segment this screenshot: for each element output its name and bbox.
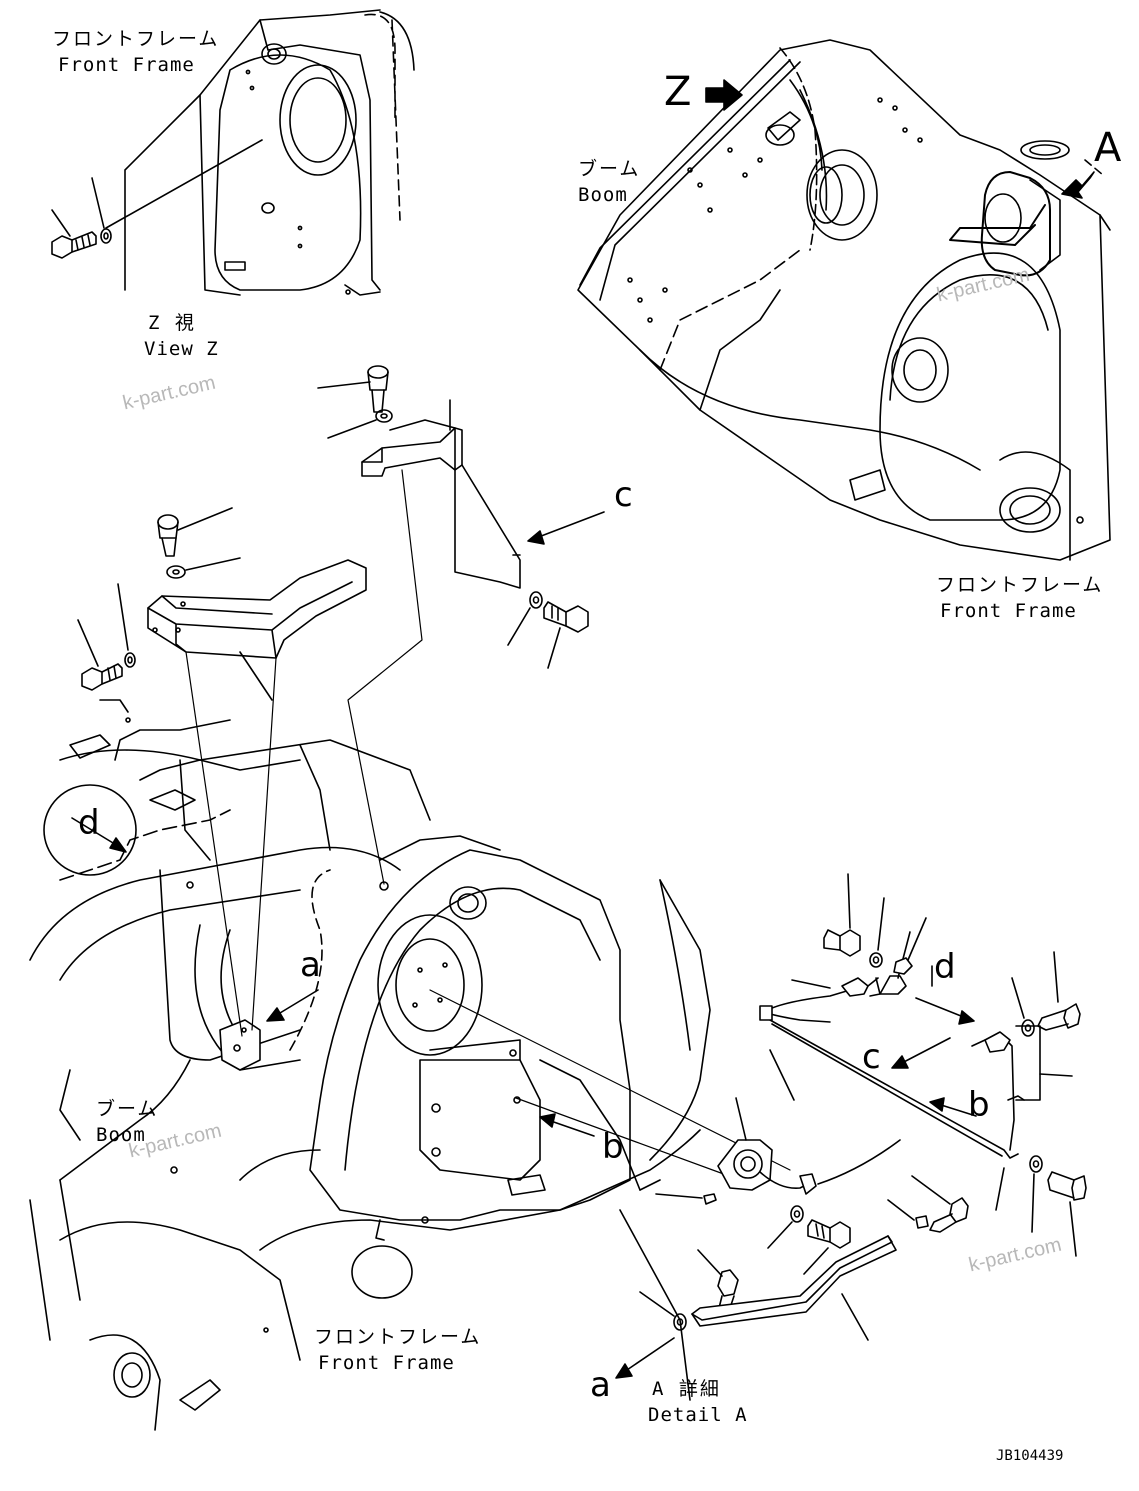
boom-top-right-en: Boom [578,184,628,206]
arrow-z-icon [706,80,742,110]
view-z-front-frame [106,10,414,295]
callout-b-detail: b [968,1085,990,1125]
view-z-en: View Z [144,338,219,360]
front-frame-top-left-en: Front Frame [58,54,195,76]
callout-a-main: a [300,945,321,985]
boom-top-right-jp: ブーム [578,158,641,180]
arrow-a-icon [1062,172,1094,198]
view-z-jp: Z 視 [148,312,196,334]
callout-a-detail: A [1094,125,1122,171]
view-z-washer [92,178,111,243]
detail-a-sensor [718,1098,900,1194]
detail-a-en: Detail A [648,1404,748,1426]
front-frame-top-left-jp: フロントフレーム [52,28,220,50]
detail-a-harness [760,932,1072,1210]
callout-arrows [72,512,976,1378]
bracket-c-washer-bottom [508,592,542,645]
bracket-c [362,400,520,588]
callout-c-detail: c [862,1037,881,1077]
front-frame-right-en: Front Frame [940,600,1077,622]
bracket-a-bolt-side [78,620,122,690]
detail-a-small-parts [640,874,1086,1330]
boom-lower-left-en: Boom [96,1124,146,1146]
overview-machine [578,40,1110,560]
circle-d [44,785,136,875]
bracket-c-washer-top [328,410,392,438]
front-frame-right-jp: フロントフレーム [936,574,1104,596]
front-frame-bottom-en: Front Frame [318,1352,455,1374]
callout-d-circle: d [78,803,100,843]
drawing-code: JB104439 [996,1448,1064,1464]
view-z-bolt [52,210,96,258]
boom-lower-left-jp: ブーム [96,1098,159,1120]
bracket-a-washer-top [167,558,240,578]
callout-z: Z [664,69,692,115]
bracket-a [148,560,366,700]
detail-a-jp: A 詳細 [652,1378,721,1400]
callout-a-detail-bottom: a [590,1365,611,1405]
callout-d-detail: d [934,947,956,987]
front-frame-bottom-jp: フロントフレーム [314,1326,482,1348]
callout-c-bracket: c [614,475,633,515]
bracket-c-bolt-top [318,366,388,412]
leader-lines-main [186,470,790,1180]
bracket-c-bolt-bottom [544,602,588,668]
main-assembly-front-frame [290,836,630,1240]
callout-b-main: b [602,1127,624,1167]
bracket-a-bolt-top [158,508,232,556]
detail-a-bracket-rod [692,1236,896,1340]
bracket-a-washer-side [118,584,135,667]
